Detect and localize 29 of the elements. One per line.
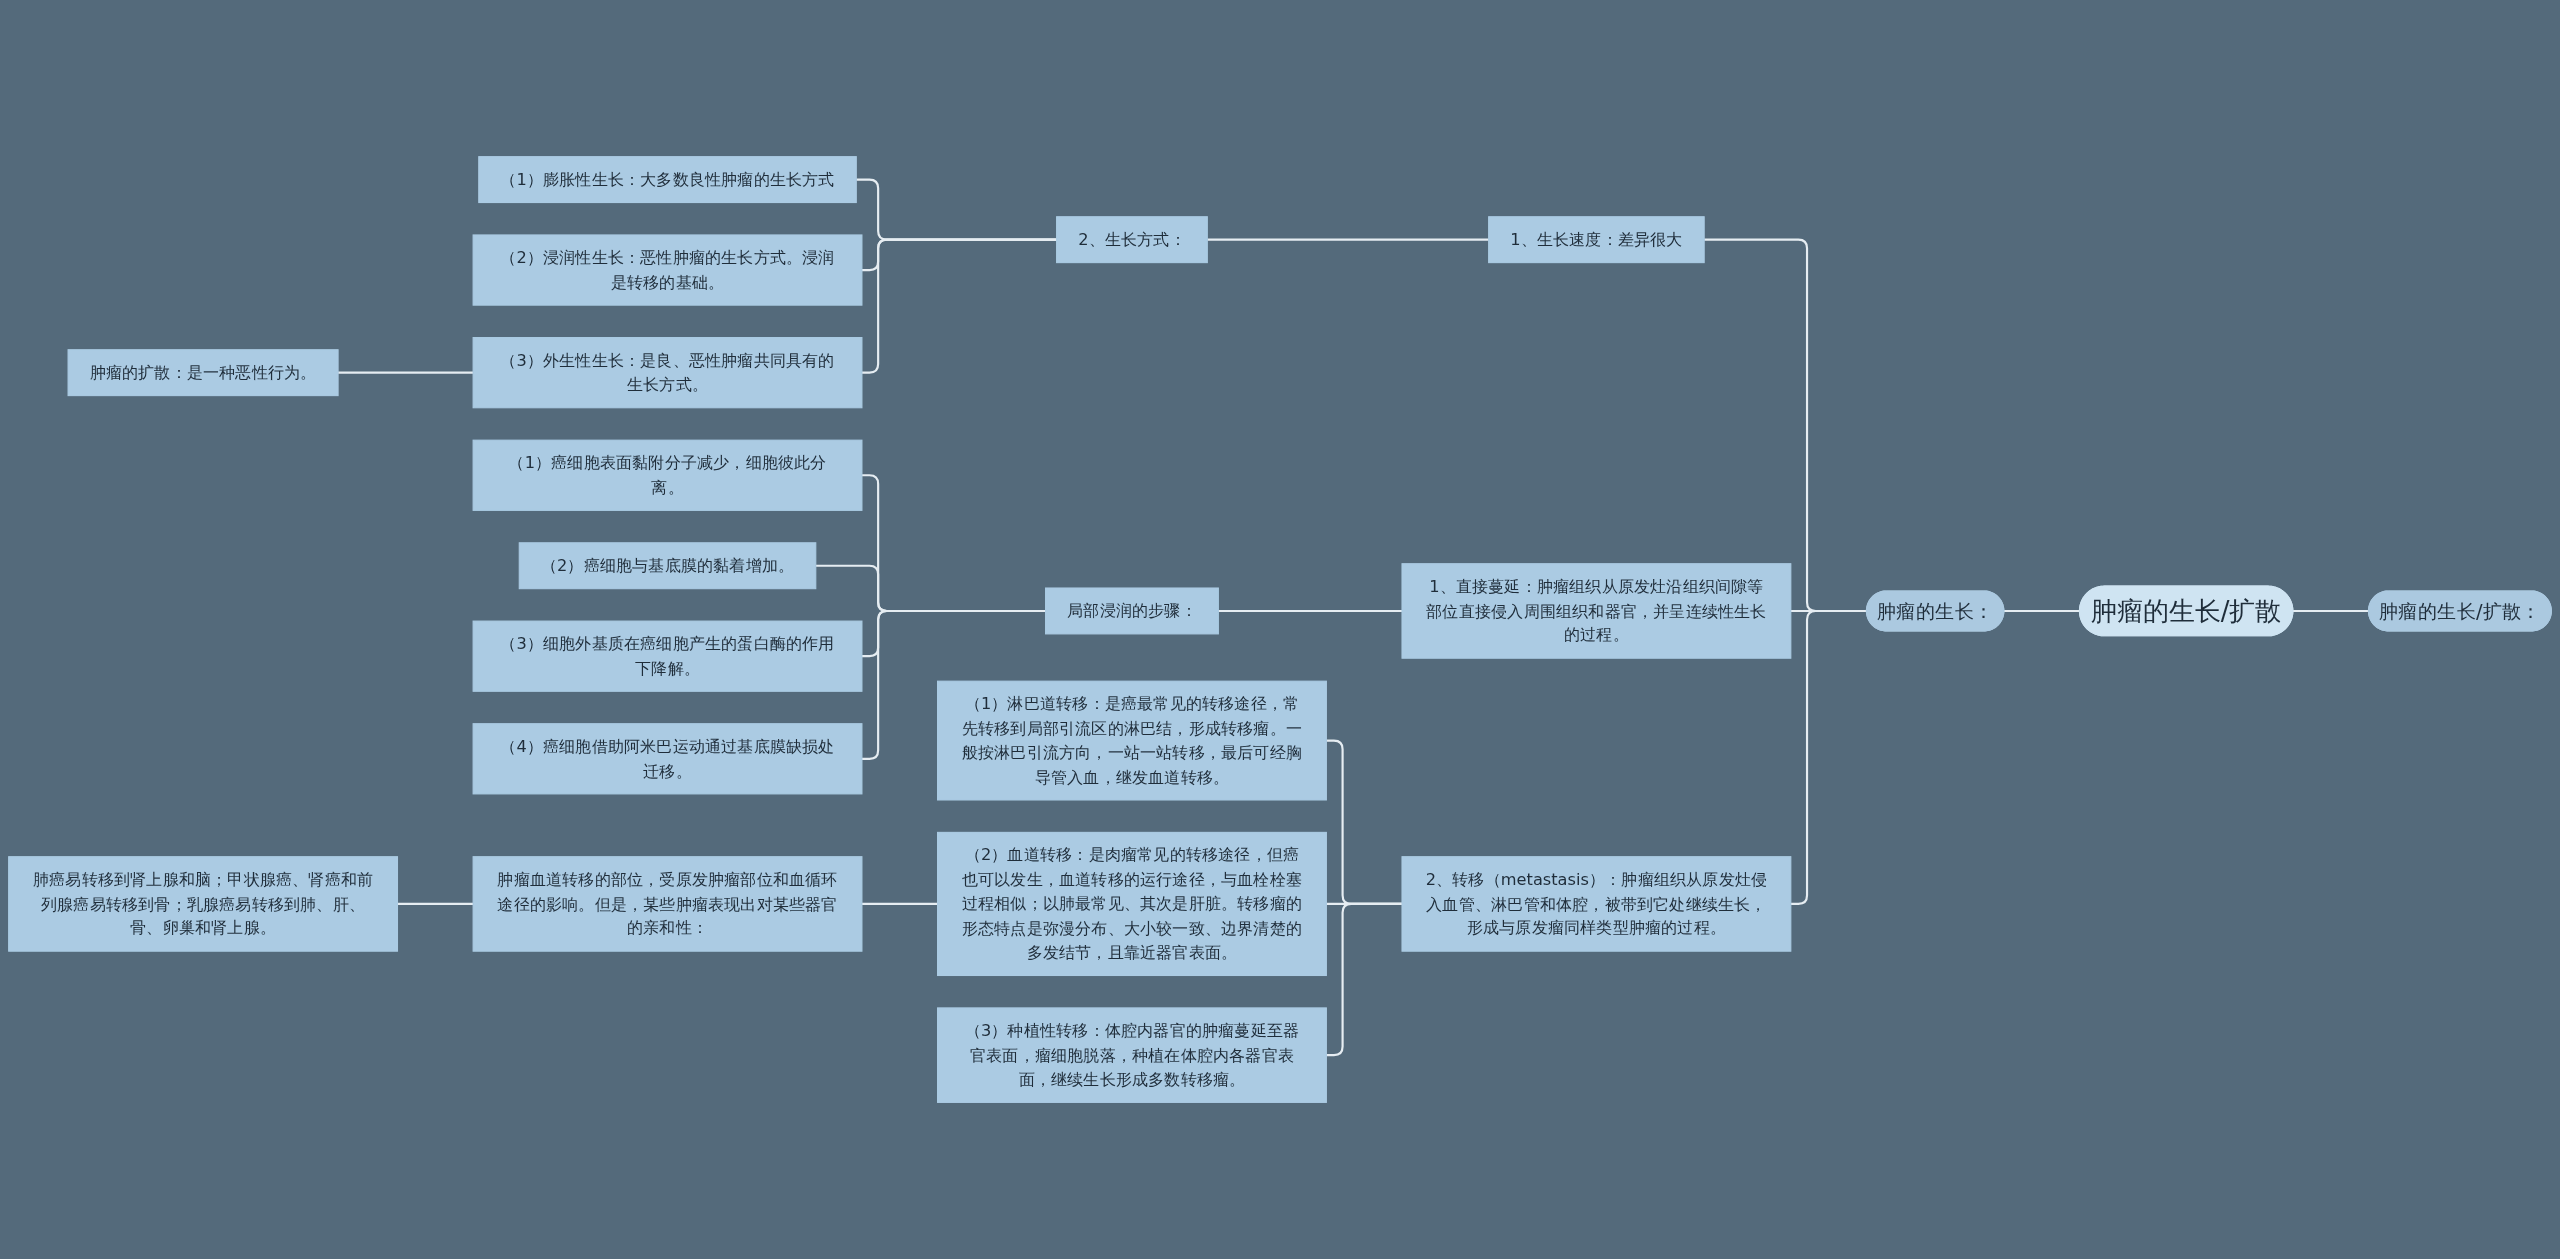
node-box: 2、生长方式： [1056, 216, 1208, 264]
connector [2292, 609, 2369, 612]
node-box: 肿瘤的扩散：是一种恶性行为。 [67, 349, 339, 397]
node-box: （1）膨胀性生长：大多数良性肿瘤的生长方式 [478, 156, 857, 204]
node-box: 1、直接蔓延：肿瘤组织从原发灶沿组织间隙等部位直接侵入周围组织和器官，并呈连续性生长的过程。 [1401, 563, 1792, 659]
connector [1218, 609, 1402, 612]
connector [397, 902, 474, 905]
node-box: 2、转移（metastasis）：肿瘤组织从原发灶侵入血管、淋巴管和体腔，被带到它处继续生长，形成与原发瘤同样类型肿瘤的过程。 [1401, 856, 1792, 952]
node-box: （3）种植性转移：体腔内器官的肿瘤蔓延至器官表面，瘤细胞脱落，种植在体腔内各器官表面，继续生长形成多数转移瘤。 [937, 1007, 1327, 1103]
connector [861, 238, 1057, 374]
connector [1790, 609, 1867, 905]
node-box: （3）外生性生长：是良、恶性肿瘤共同具有的生长方式。 [472, 337, 863, 409]
node-box: 肿瘤血道转移的部位，受原发肿瘤部位和血循环途径的影响。但是，某些肿瘤表现出对某些器官的亲和性： [472, 856, 863, 952]
node-box: 局部浸润的步骤： [1045, 587, 1219, 635]
node-box: （1）淋巴道转移：是癌最常见的转移途径，常先转移到局部引流区的淋巴结，形成转移瘤。一般按淋巴引流方向，一站一站转移，最后可经胸导管入血，继发血道转移。 [937, 680, 1327, 801]
node-box: （2）癌细胞与基底膜的黏着增加。 [518, 542, 817, 590]
connector [338, 371, 474, 374]
node-box: 肺癌易转移到肾上腺和脑；甲状腺癌、肾癌和前列腺癌易转移到骨；乳腺癌易转移到肺、肝、骨、卵巢和肾上腺。 [8, 856, 399, 952]
connector [861, 609, 1046, 760]
connector [1207, 238, 1489, 241]
node-box: 1、生长速度：差异很大 [1488, 216, 1705, 264]
node-box: （2）血道转移：是肉瘤常见的转移途径，但癌也可以发生，血道转移的运行途径，与血栓栓塞过程相似；以肺最常见、其次是肝脏。转移瘤的形态特点是弥漫分布、大小较一致、边界清楚的多发结节，且靠近器官表面。 [937, 831, 1327, 976]
node-box: （1）癌细胞表面黏附分子减少，细胞彼此分离。 [472, 439, 863, 511]
node-box: （2）浸润性生长：恶性肿瘤的生长方式。浸润是转移的基础。 [472, 234, 863, 306]
connector [1326, 902, 1402, 1057]
node-box: （3）细胞外基质在癌细胞产生的蛋白酶的作用下降解。 [472, 620, 863, 692]
node-box: （4）癌细胞借助阿米巴运动通过基底膜缺损处迁移。 [472, 723, 863, 795]
connector [2003, 609, 2080, 612]
connector [861, 902, 938, 905]
